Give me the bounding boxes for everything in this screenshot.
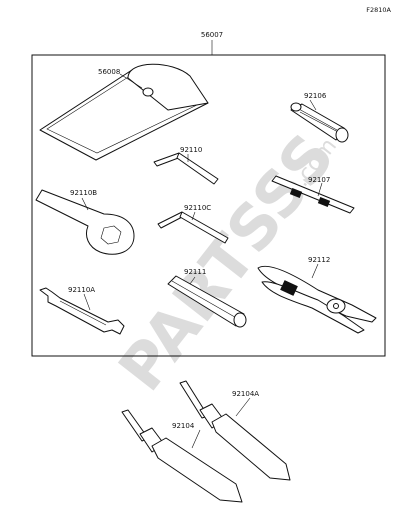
leader-92112 bbox=[311, 263, 319, 279]
leader-56008 bbox=[119, 73, 143, 89]
label-92110: 92110 bbox=[180, 146, 202, 154]
leader-92104 bbox=[191, 429, 201, 449]
screwdriver[interactable] bbox=[271, 175, 355, 214]
tool-kit-frame bbox=[31, 54, 386, 357]
label-92110A: 92110A bbox=[68, 286, 95, 294]
label-56008: 56008 bbox=[98, 68, 120, 76]
leader-92107 bbox=[317, 182, 323, 197]
leader-92110C bbox=[191, 211, 196, 221]
label-92104A: 92104A bbox=[232, 390, 259, 398]
label-92104: 92104 bbox=[172, 422, 195, 430]
box-wrench[interactable] bbox=[35, 189, 135, 255]
extension-bar[interactable] bbox=[167, 275, 247, 328]
tool-pouch[interactable] bbox=[39, 63, 209, 161]
pliers[interactable] bbox=[257, 265, 377, 334]
label-92107: 92107 bbox=[308, 176, 330, 184]
grease-tube[interactable] bbox=[121, 409, 243, 503]
figure-ref: F2810A bbox=[366, 6, 391, 14]
label-92110C: 92110C bbox=[184, 204, 211, 212]
label-92112: 92112 bbox=[308, 256, 330, 264]
grease-tube-a[interactable] bbox=[179, 380, 291, 481]
open-end-wrench[interactable] bbox=[39, 287, 125, 335]
label-92110B: 92110B bbox=[70, 189, 97, 197]
leader-92110B bbox=[81, 197, 89, 211]
leader-92104A bbox=[235, 397, 251, 417]
plug-wrench-handle[interactable] bbox=[290, 102, 349, 143]
label-92111: 92111 bbox=[184, 268, 206, 276]
label-56007: 56007 bbox=[201, 31, 223, 39]
label-92106: 92106 bbox=[304, 92, 327, 100]
hex-key[interactable] bbox=[153, 152, 219, 185]
leader-92106 bbox=[309, 99, 317, 111]
leader-92110A bbox=[83, 293, 91, 311]
leader-92111 bbox=[189, 276, 196, 285]
